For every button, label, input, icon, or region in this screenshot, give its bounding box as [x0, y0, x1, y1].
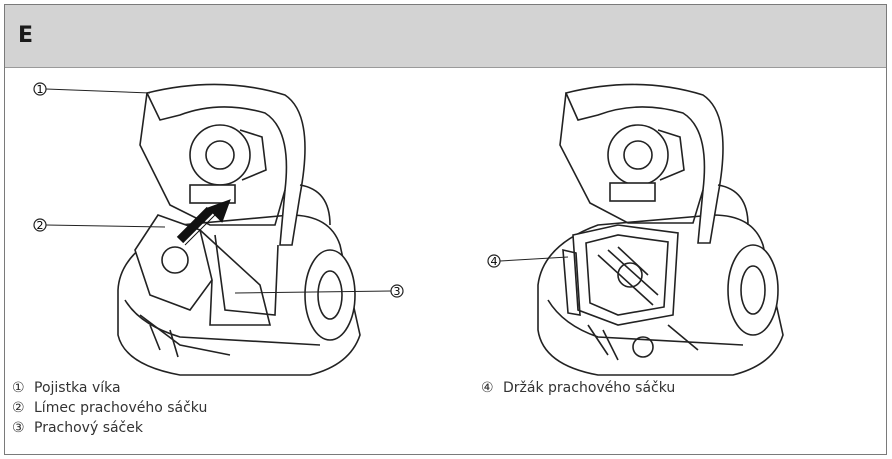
vacuum-open-bag-holder-drawing: 4	[487, 83, 784, 376]
legend-left: ① Pojistka víka ② Límec prachového sáčku ③…	[12, 378, 207, 438]
legend-number: ①	[12, 380, 25, 396]
svg-text:4: 4	[491, 255, 498, 268]
legend-number: ④	[481, 380, 494, 396]
legend-right: ④ Držák prachového sáčku	[481, 378, 675, 398]
section-header: E	[5, 5, 886, 68]
legend-text: Pojistka víka	[34, 380, 121, 396]
callout-4: 4	[487, 254, 569, 268]
legend-item-bag-collar: ② Límec prachového sáčku	[12, 398, 207, 418]
legend-text: Držák prachového sáčku	[503, 380, 676, 396]
vacuum-open-with-bag-drawing: 1 2 3	[33, 82, 404, 376]
legend-number: ③	[12, 420, 25, 436]
legend-item-dust-bag: ③ Prachový sáček	[12, 418, 207, 438]
svg-text:1: 1	[37, 83, 44, 96]
legend-text: Prachový sáček	[34, 420, 143, 436]
illustration-bag-holder: 4	[468, 75, 888, 376]
svg-text:2: 2	[37, 219, 44, 232]
callout-2: 2	[33, 218, 166, 232]
callout-1: 1	[33, 82, 151, 96]
svg-text:3: 3	[394, 285, 401, 298]
illustration-bag-insertion: 1 2 3	[30, 75, 450, 376]
section-letter: E	[18, 23, 34, 48]
legend-text: Límec prachového sáčku	[34, 400, 208, 416]
legend-number: ②	[12, 400, 25, 416]
legend-item-bag-holder: ④ Držák prachového sáčku	[481, 378, 675, 398]
legend-item-lid-lock: ① Pojistka víka	[12, 378, 207, 398]
callout-3: 3	[234, 284, 404, 298]
